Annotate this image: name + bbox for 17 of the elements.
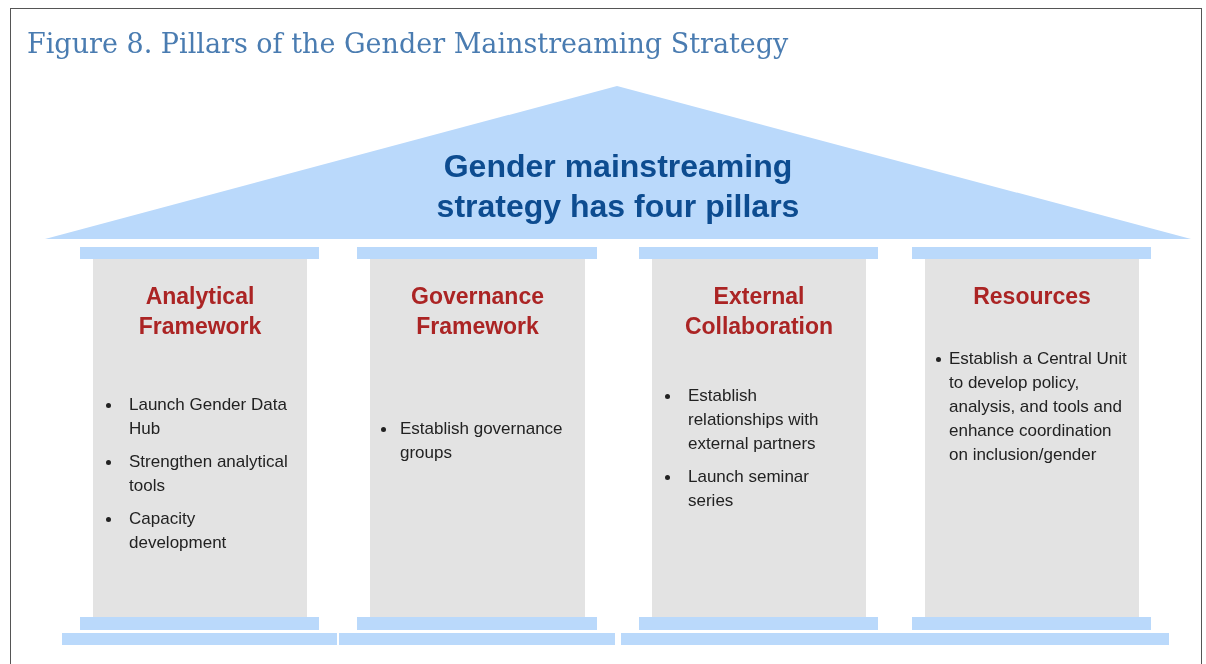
pillar-shaft <box>93 259 307 617</box>
bullet-item: Launch seminar series <box>688 466 810 512</box>
pillar-shaft <box>370 259 585 617</box>
pillar-heading: Resources <box>972 282 1092 311</box>
pillar-shaft <box>652 259 866 617</box>
bullet-item: Establish governance groups <box>400 418 564 464</box>
roof-title: Gender mainstreaming strategy has four pillars <box>435 147 801 226</box>
bullet-item: Establish relationships with external partners <box>688 385 820 455</box>
bullet-item: Capacity development <box>129 508 228 554</box>
pillar-heading: External Collaboration <box>683 282 835 341</box>
bullet-item: Launch Gender Data Hub <box>129 394 288 440</box>
bullet-item: Strengthen analytical tools <box>129 451 289 497</box>
bullet-item: Establish a Central Unit to develop policy, analysis, and tools and enhance coordination on inclusion/gender <box>949 348 1128 466</box>
pillar-heading: Analytical Framework <box>137 282 263 341</box>
pillar-heading: Governance Framework <box>410 282 545 341</box>
figure-title: Figure 8. Pillars of the Gender Mainstreaming Strategy <box>27 28 789 59</box>
pillar-shaft <box>925 259 1139 617</box>
